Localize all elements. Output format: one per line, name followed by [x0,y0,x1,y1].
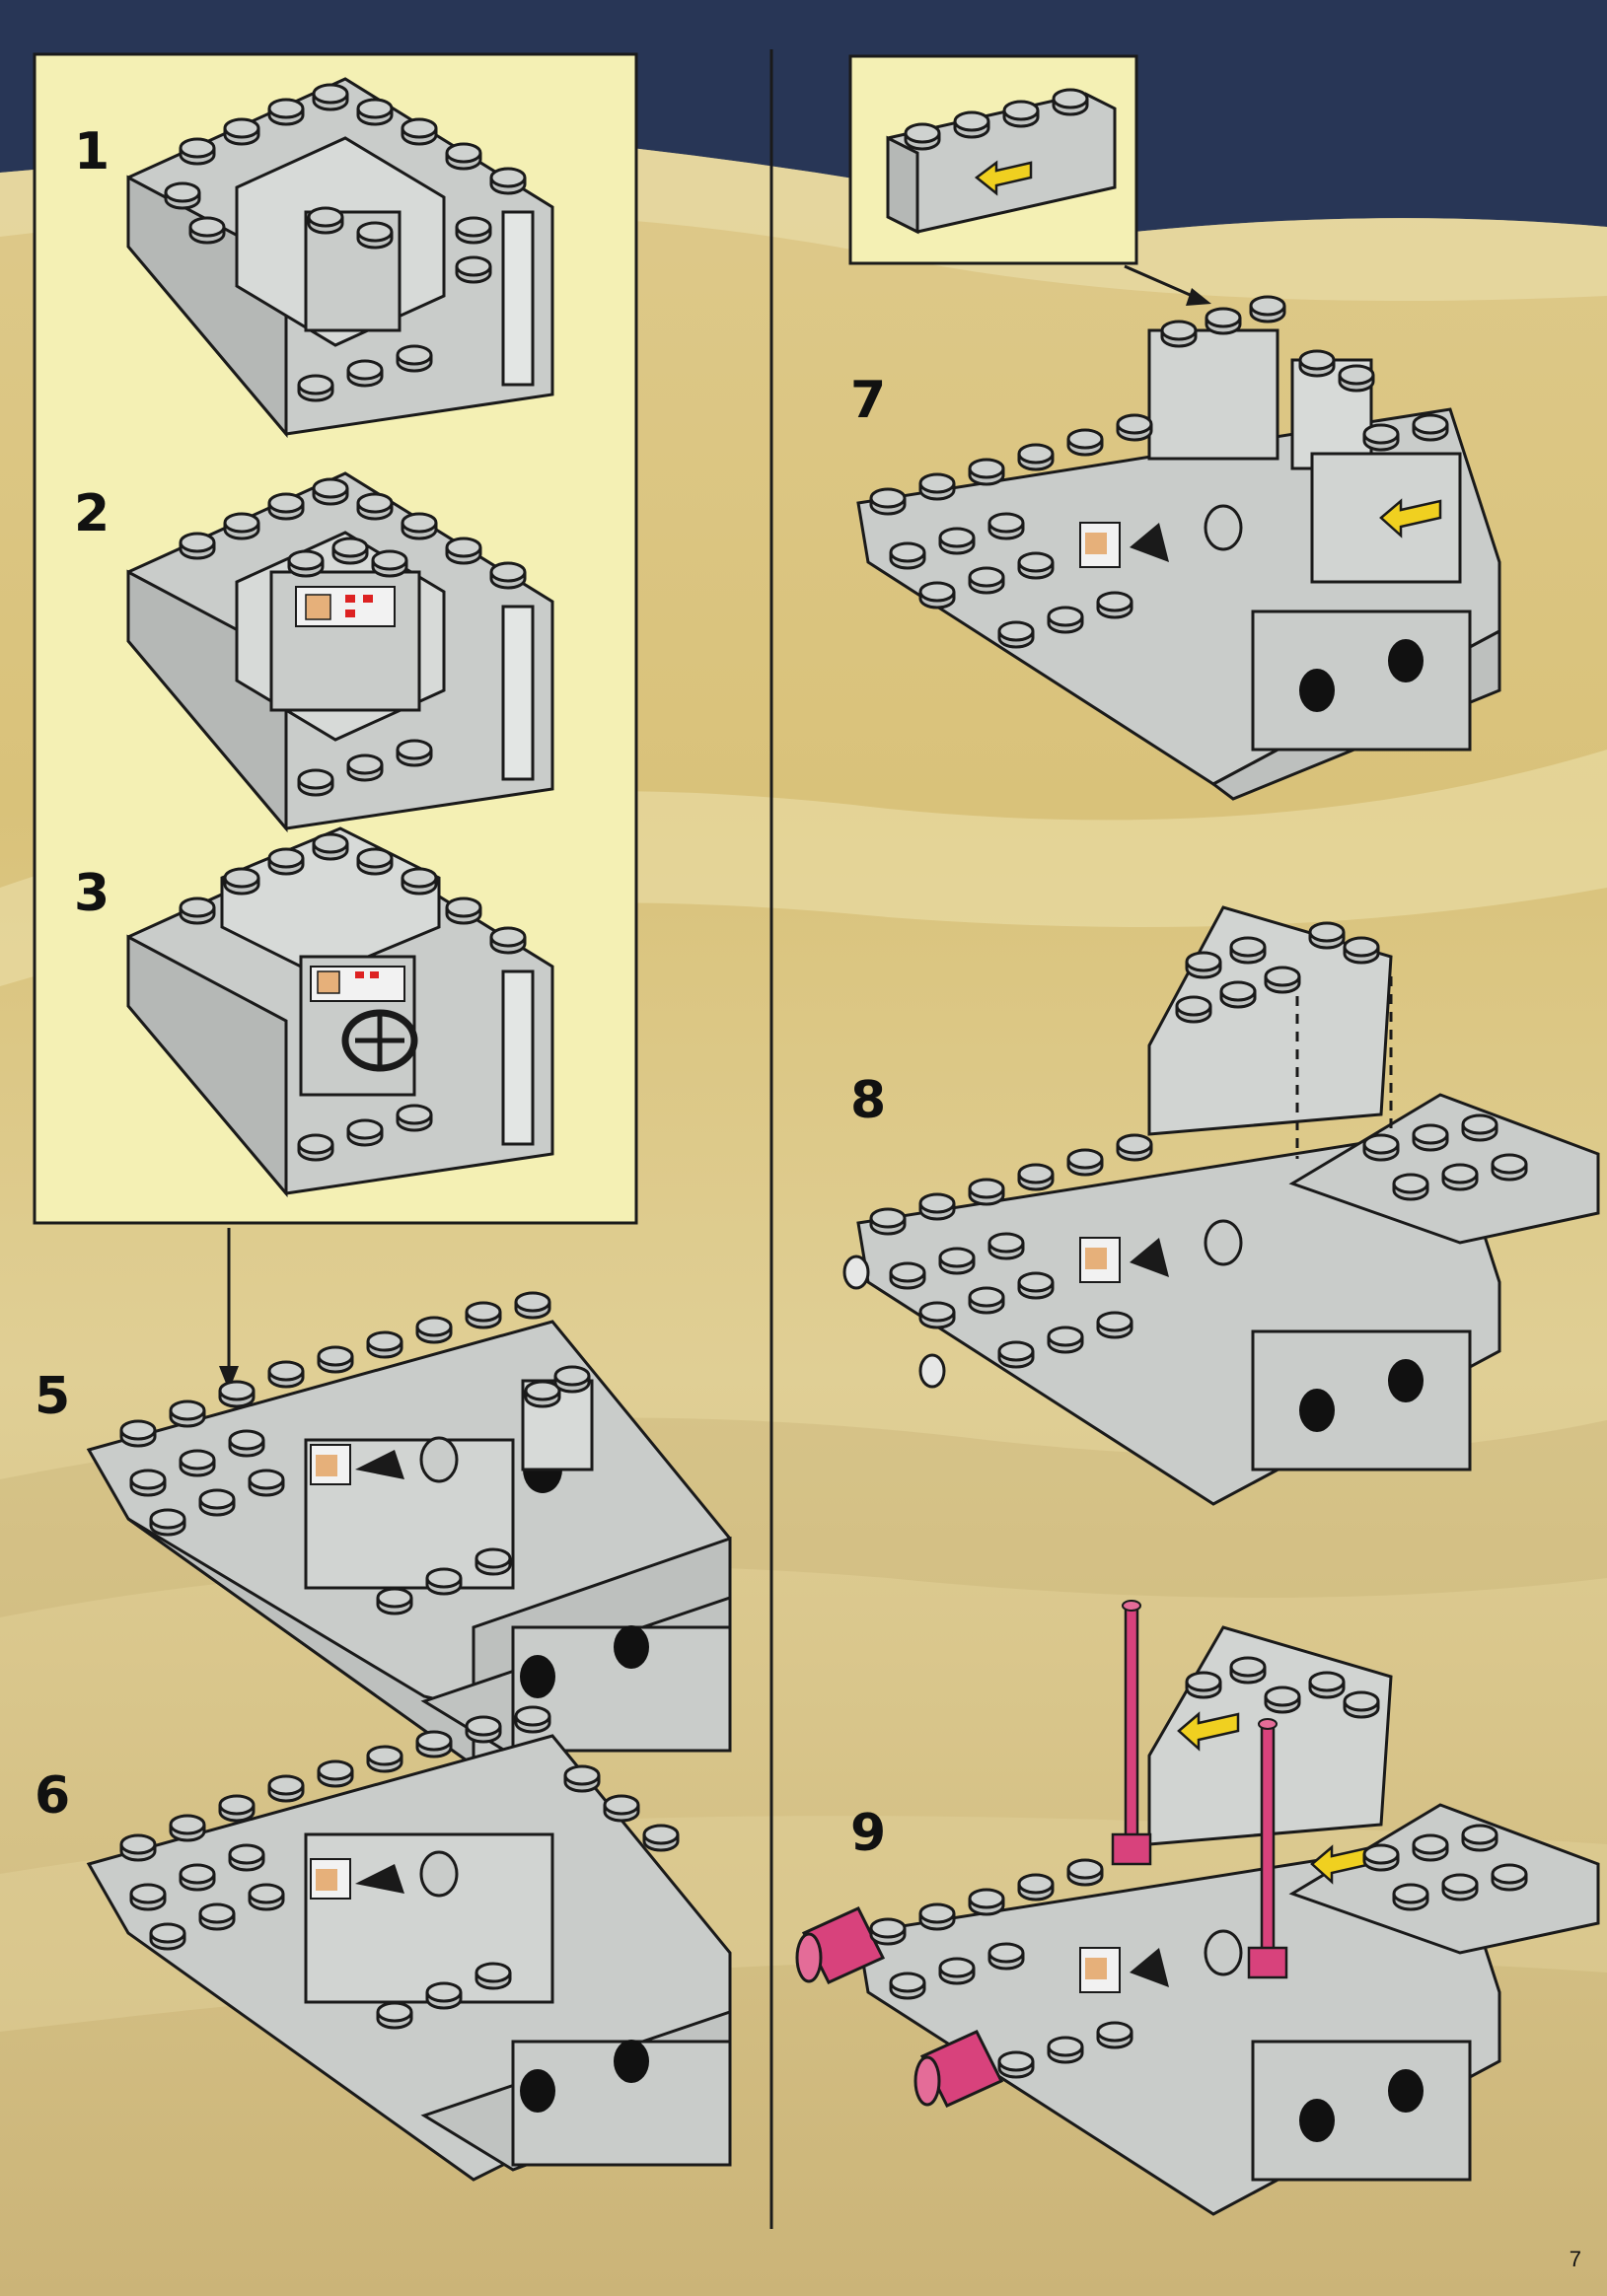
step-number: 3 [74,864,110,923]
step-number: 1 [74,122,110,181]
inset-brick [886,88,1117,235]
page-number: 7 [1569,2247,1581,2271]
step-number: 2 [74,484,110,543]
arrow-left-icon [1379,498,1442,538]
step-number: 9 [850,1804,887,1863]
step-number: 6 [35,1766,71,1826]
step-number: 7 [850,371,887,430]
control-panel-sticker-icon [295,586,396,627]
arrow-down-icon [219,1228,239,1391]
engine-cone-top [795,1906,886,1984]
step-number: 5 [35,1367,71,1426]
arrow-left-icon [1177,1711,1240,1752]
steering-wheel-icon [341,1009,418,1072]
step-2-model [126,471,554,833]
step-8-model [842,905,1600,1506]
step-1-model [126,77,554,439]
arrow-down-icon [1124,264,1211,306]
step-5-model [86,1291,732,1768]
step-number: 8 [850,1071,887,1130]
engine-cone-bottom [913,2030,1004,2108]
step-3-model [126,826,554,1198]
step-7-model [856,295,1501,801]
antenna-left [1111,1600,1152,1866]
antenna-right [1247,1718,1288,1979]
step-6-model [86,1705,732,2182]
arrow-left-icon [974,160,1033,196]
step-9-model [795,1600,1600,2216]
